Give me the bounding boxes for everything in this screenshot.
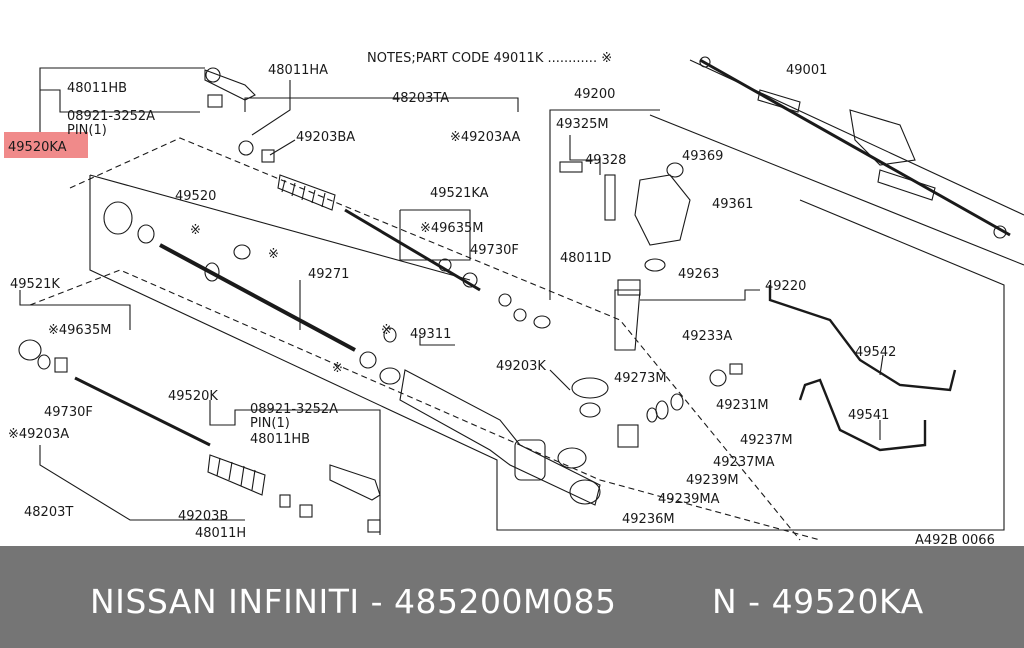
boot-bottom <box>207 454 266 496</box>
leader-48011HA <box>251 80 291 136</box>
label-48203TA: 48203TA <box>392 91 449 106</box>
label-49239MA: 49239MA <box>658 492 720 507</box>
label-49311: 49311 <box>410 327 451 342</box>
label-49200: 49200 <box>574 87 615 102</box>
parts-diagram: NOTES;PART CODE 49011K ............ ※ 49… <box>4 51 1024 546</box>
label-pin-top: PIN(1) <box>67 123 107 138</box>
label-48011D: 48011D <box>560 251 611 266</box>
leader-48203T <box>39 445 245 521</box>
tie-rod-end-bottom <box>329 464 381 501</box>
leader-08921-top <box>40 89 200 113</box>
tube-49542 <box>768 285 957 392</box>
pinion-49220 <box>614 289 641 351</box>
leader-49521K <box>19 290 131 330</box>
highlight-49520KA <box>4 132 88 158</box>
dashed-boundary-2 <box>29 269 821 541</box>
label-49635M-a: ※49635M <box>420 221 483 236</box>
leader-49311 <box>419 335 455 346</box>
label-49233A: 49233A <box>682 329 732 344</box>
star-mark-3: ※ <box>381 323 392 338</box>
valve-housing-49361 <box>634 174 691 246</box>
rack-49271 <box>159 243 356 352</box>
assembly-outline-2 <box>649 114 1024 266</box>
label-49203K: 49203K <box>496 359 546 374</box>
label-48203T: 48203T <box>24 505 73 520</box>
leader-49203K <box>549 369 571 391</box>
leader-49520K <box>209 400 381 535</box>
tie-rod-end-top <box>204 69 256 101</box>
label-49520: 49520 <box>175 189 216 204</box>
tie-rod-ball-top <box>205 67 221 83</box>
label-49542: 49542 <box>855 345 896 360</box>
label-49220: 49220 <box>765 279 806 294</box>
footer-part-info: NISSAN INFINITI - 485200M085 <box>90 582 617 621</box>
leader-49220 <box>640 289 760 301</box>
dashed-boundary <box>69 137 801 541</box>
label-49203BA: 49203BA <box>296 130 355 145</box>
star-mark-1: ※ <box>190 223 201 238</box>
frame-line-2 <box>89 174 471 281</box>
gear-housing-49200 <box>399 369 601 506</box>
tube-49541 <box>798 378 927 452</box>
label-49369: 49369 <box>682 149 723 164</box>
label-49325M: 49325M <box>556 117 609 132</box>
star-mark-2: ※ <box>268 247 279 262</box>
leader-49200 <box>549 109 660 300</box>
diagram-code: A492B 0066 <box>915 533 995 546</box>
label-49328: 49328 <box>585 153 626 168</box>
label-48011HB-bottom: 48011HB <box>250 432 310 447</box>
nut-top <box>207 94 223 108</box>
label-49541: 49541 <box>848 408 889 423</box>
label-49203A: ※49203A <box>8 427 69 442</box>
label-49635M-b: ※49635M <box>48 323 111 338</box>
label-49361: 49361 <box>712 197 753 212</box>
label-49520K: 49520K <box>168 389 218 404</box>
lock-nut-49203BA <box>261 149 275 163</box>
star-mark-4: ※ <box>332 361 343 376</box>
label-49203B: 49203B <box>178 509 228 524</box>
label-49237M: 49237M <box>740 433 793 448</box>
boot-top <box>277 174 336 211</box>
label-49730F-b: 49730F <box>44 405 93 420</box>
label-49231M: 49231M <box>716 398 769 413</box>
notes-text: NOTES;PART CODE 49011K ............ ※ <box>367 51 612 66</box>
leader-48203TA <box>244 97 519 112</box>
inner-tie-rod-bottom <box>74 376 211 447</box>
leader-49325M <box>569 135 601 175</box>
label-49237MA: 49237MA <box>713 455 775 470</box>
leader-49520KA <box>39 67 205 135</box>
washer-48011HA <box>238 140 254 156</box>
label-48011HA: 48011HA <box>268 63 328 78</box>
label-49239M: 49239M <box>686 473 739 488</box>
label-49271: 49271 <box>308 267 349 282</box>
frame-line <box>89 175 1005 531</box>
label-49521K: 49521K <box>10 277 60 292</box>
footer-part-code: N - 49520KA <box>712 582 924 621</box>
label-49730F-a: 49730F <box>470 243 519 258</box>
label-49273M: 49273M <box>614 371 667 386</box>
label-49203AA: ※49203AA <box>450 130 521 145</box>
label-08921-top: 08921-3252A <box>67 109 155 124</box>
footer-bar: NISSAN INFINITI - 485200M085 N - 49520KA <box>0 546 1024 648</box>
label-08921-bottom: 08921-3252A <box>250 402 338 417</box>
label-49236M: 49236M <box>622 512 675 527</box>
label-49263: 49263 <box>678 267 719 282</box>
inner-tie-rod-top <box>344 208 481 292</box>
label-48011HB-top: 48011HB <box>67 81 127 96</box>
label-pin-bottom: PIN(1) <box>250 416 290 431</box>
label-48011H: 48011H <box>195 526 246 541</box>
bushing-49311 <box>379 367 401 385</box>
label-49001: 49001 <box>786 63 827 78</box>
label-49520KA: 49520KA <box>8 140 67 155</box>
bushing-49520 <box>103 201 133 235</box>
label-49521KA: 49521KA <box>430 186 489 201</box>
assembly-49001 <box>699 58 1011 237</box>
